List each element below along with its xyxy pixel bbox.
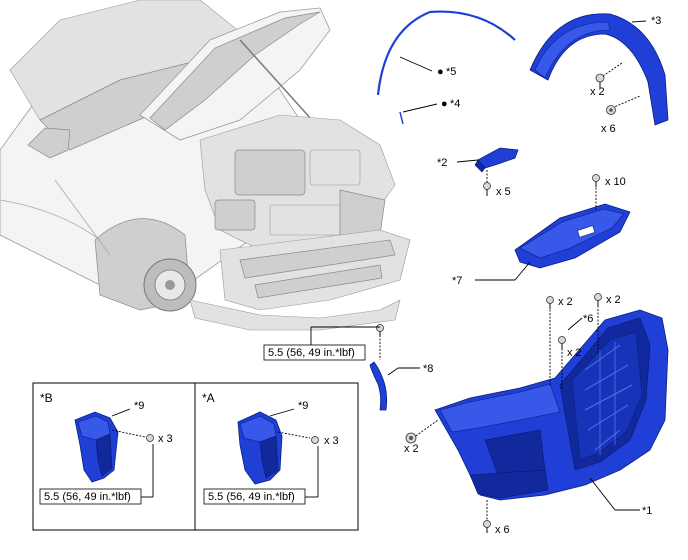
qty-fender-screw: x 2: [590, 86, 605, 98]
callout-8: *8: [423, 363, 433, 375]
callout-3: *3: [651, 15, 661, 27]
qty-bumper-top-left: x 2: [558, 296, 573, 308]
callout-9-b: *9: [134, 400, 144, 412]
callout-6: *6: [583, 313, 593, 325]
callout-5: *5: [446, 66, 456, 78]
inset-panel-b: *B: [40, 391, 154, 498]
torque-b: 5.5 (56, 49 in.*lbf): [44, 491, 131, 503]
qty-fender-clip: x 6: [601, 123, 616, 135]
part-5-hood-seal: [376, 10, 516, 96]
callout-4: *4: [450, 98, 460, 110]
part-8-bumper-bracket: [310, 324, 420, 411]
part-1-front-bumper: [405, 293, 669, 533]
callout-2: *2: [437, 157, 447, 169]
qty-under-cover: x 10: [605, 176, 626, 188]
panel-b-label: *B: [40, 391, 53, 405]
callout-9-a: *9: [298, 400, 308, 412]
torque-box-b: [39, 488, 142, 505]
callout-1: *1: [642, 505, 652, 517]
torque-box-main: [263, 344, 366, 361]
dot-5: ●: [437, 66, 444, 78]
part-2-bracket: [456, 147, 519, 196]
qty-bracket-screw: x 5: [496, 186, 511, 198]
qty-bumper-left-clip: x 2: [404, 443, 419, 455]
qty-panel-a: x 3: [324, 435, 339, 447]
qty-panel-b: x 3: [158, 433, 173, 445]
vehicle-front-illustration: [0, 0, 411, 331]
torque-box-a: [203, 488, 306, 505]
inset-panel-a: *A: [202, 391, 319, 498]
torque-main: 5.5 (56, 49 in.*lbf): [268, 347, 355, 359]
panel-a-label: *A: [202, 391, 215, 405]
qty-bumper-mid: x 2: [567, 347, 582, 359]
torque-a: 5.5 (56, 49 in.*lbf): [208, 491, 295, 503]
callout-7: *7: [452, 275, 462, 287]
qty-bumper-top-right: x 2: [606, 294, 621, 306]
dot-4: ●: [441, 98, 448, 110]
part-3-fender-liner: [529, 13, 669, 126]
qty-bumper-bottom: x 6: [495, 524, 510, 536]
part-4-clip: [399, 103, 438, 125]
part-7-engine-under-cover: [475, 174, 631, 281]
